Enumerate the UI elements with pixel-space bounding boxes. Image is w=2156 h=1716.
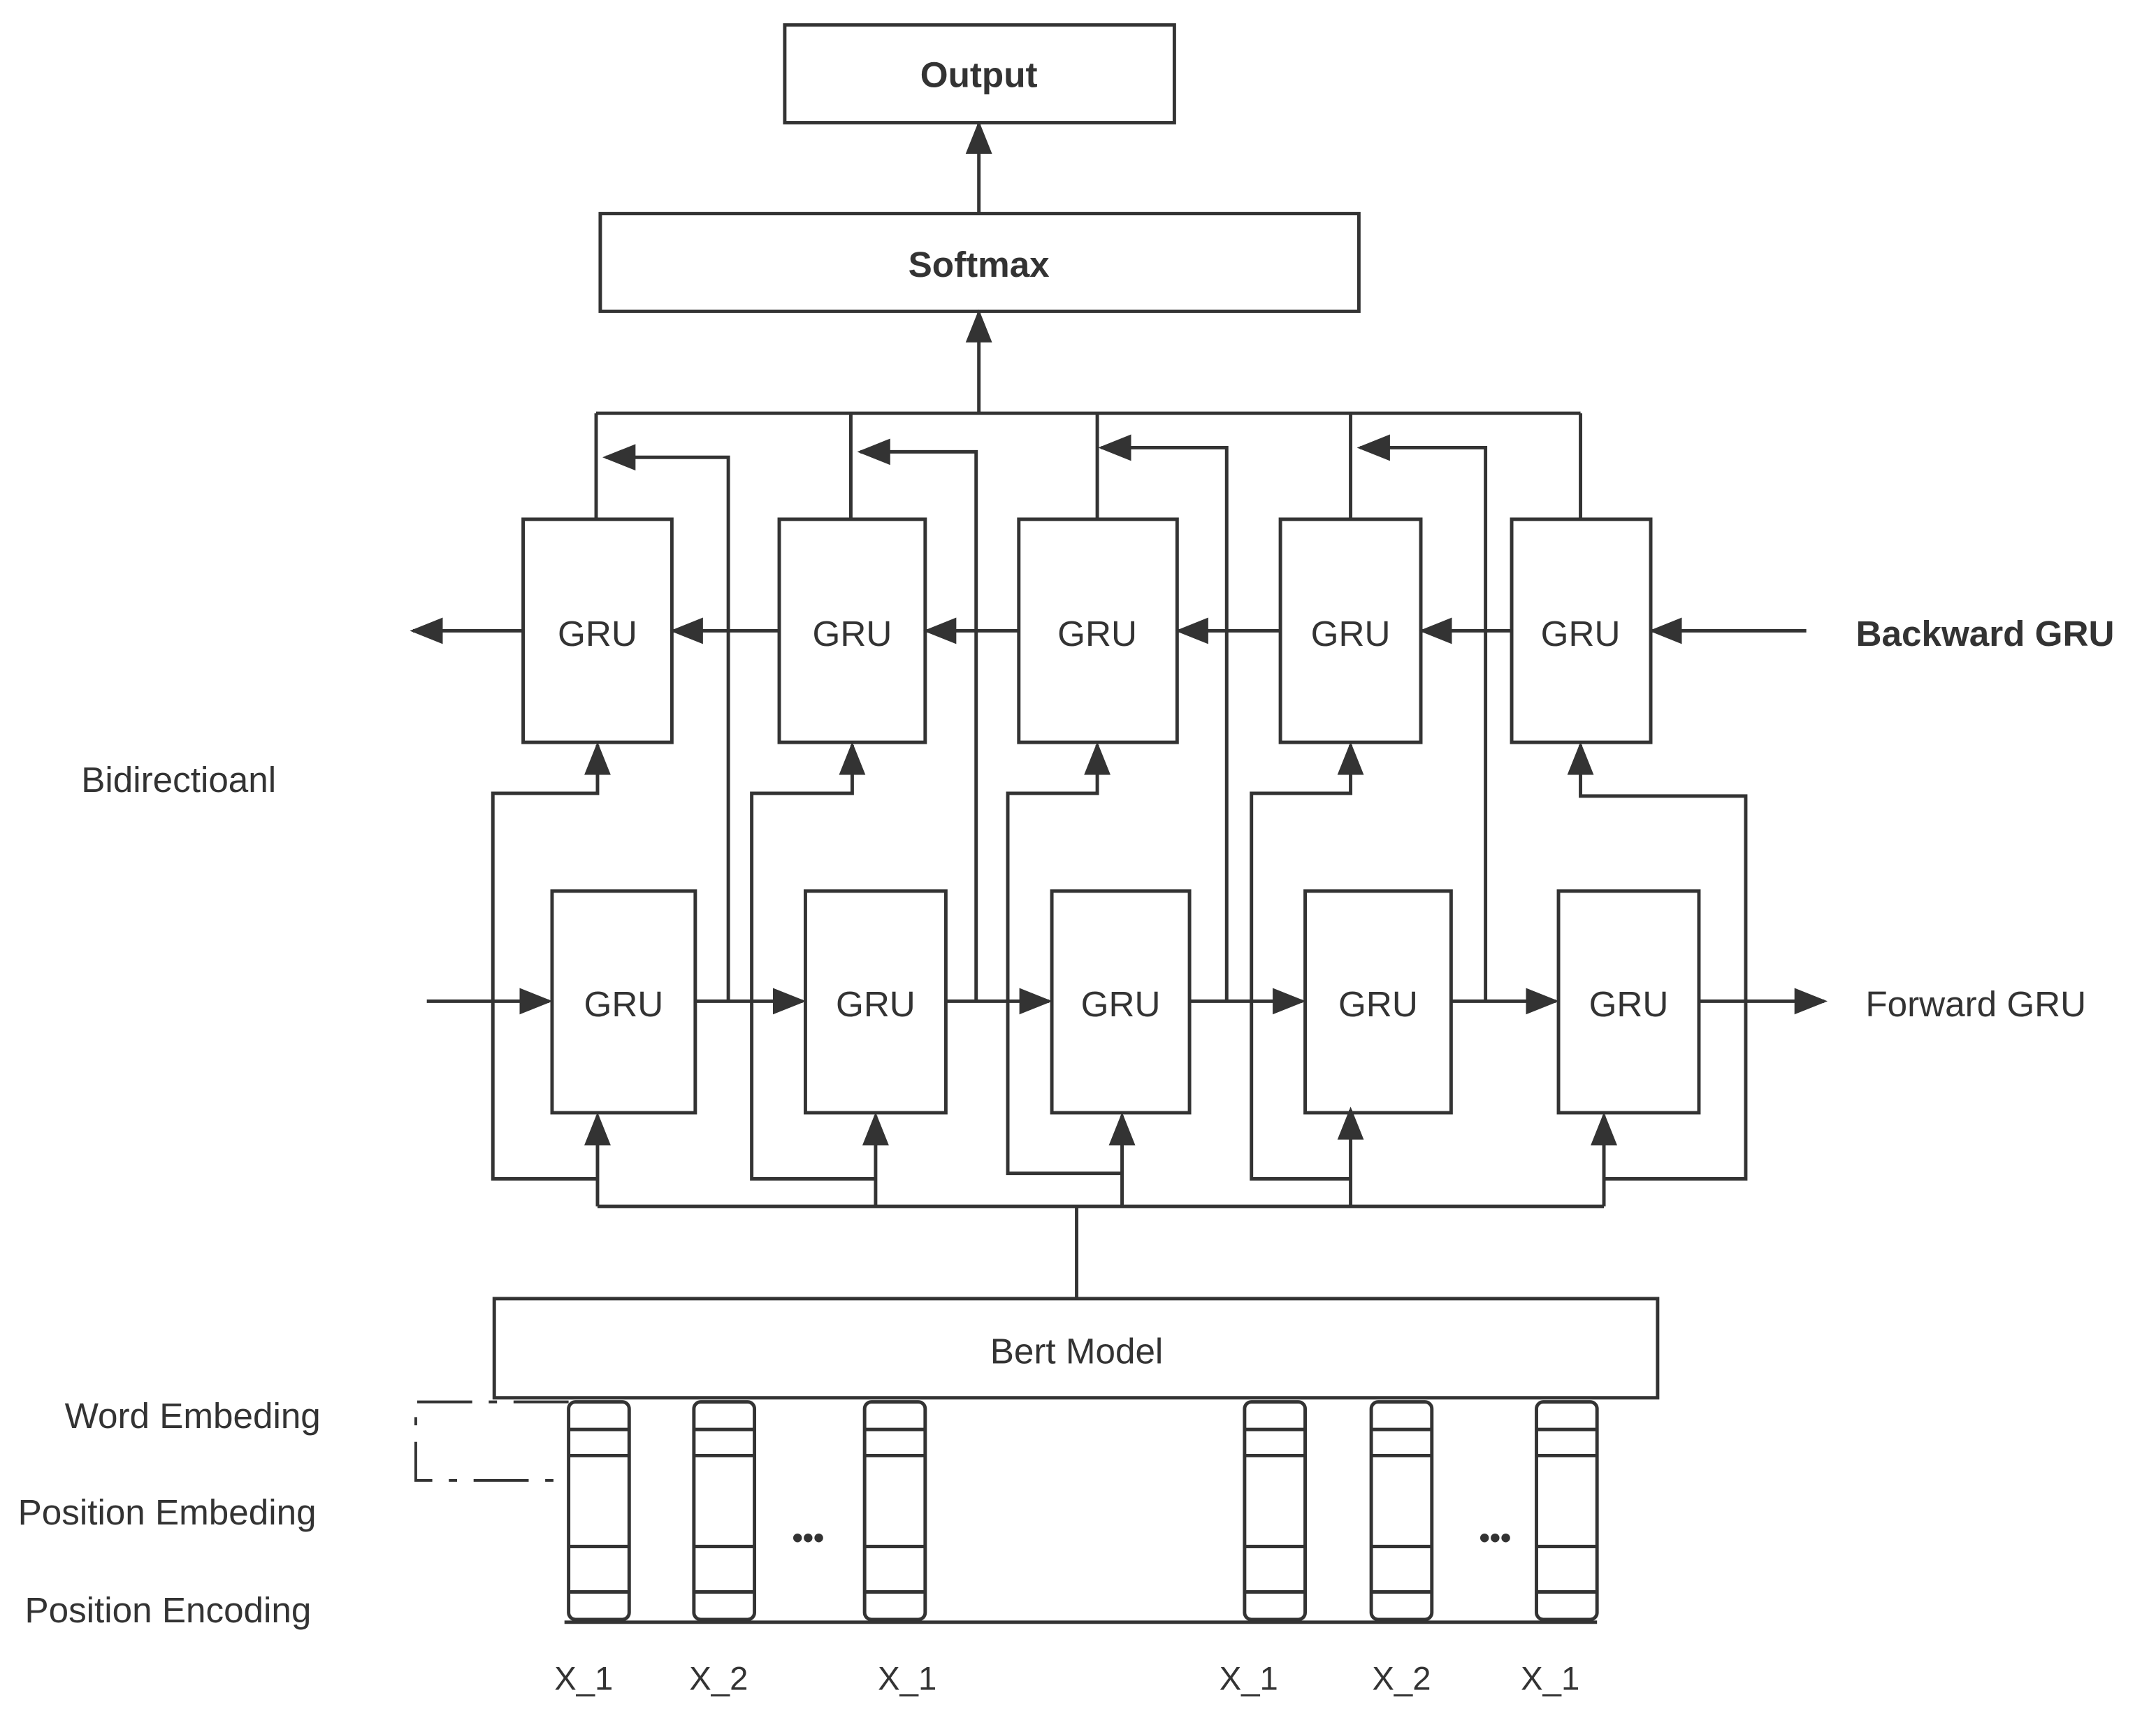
backward-output-bus bbox=[594, 411, 1583, 519]
forward-gru-cell: GRU bbox=[550, 889, 697, 1115]
token-embedding-stack bbox=[1243, 1400, 1308, 1622]
embedding-stack-outline bbox=[862, 1400, 927, 1622]
forward-gru-cell: GRU bbox=[1050, 889, 1192, 1115]
gru-label: GRU bbox=[1081, 984, 1161, 1024]
gru-label: GRU bbox=[1057, 614, 1137, 654]
backward-gru-label: Backward GRU bbox=[1856, 614, 2115, 654]
token-label: X_2 bbox=[689, 1660, 748, 1697]
embedding-stack-outline bbox=[692, 1400, 757, 1622]
bert-output-bus bbox=[584, 1106, 1617, 1297]
token-embedding-stack bbox=[1369, 1400, 1434, 1622]
forward-to-backward-links bbox=[602, 434, 1488, 1002]
embedding-stack-outline bbox=[567, 1400, 631, 1622]
token-label: X_1 bbox=[1220, 1660, 1278, 1697]
token-label: X_2 bbox=[1372, 1660, 1431, 1697]
token-label: X_1 bbox=[554, 1660, 613, 1697]
softmax-node: Softmax bbox=[598, 212, 1361, 313]
forward-gru-cell: GRU bbox=[1303, 889, 1453, 1115]
token-embedding-stacks bbox=[567, 1400, 1599, 1622]
token-embedding-stack bbox=[692, 1400, 757, 1622]
position-embedding-label: Position Embeding bbox=[18, 1492, 317, 1532]
gru-label: GRU bbox=[558, 614, 637, 654]
forward-gru-cell: GRU bbox=[803, 889, 948, 1115]
gru-label: GRU bbox=[1541, 614, 1621, 654]
embedding-stack-outline bbox=[1243, 1400, 1308, 1622]
bert-model-label: Bert Model bbox=[990, 1331, 1164, 1371]
gru-label: GRU bbox=[1338, 984, 1418, 1024]
forward-gru-row: GRU GRU GRU GRU GRU bbox=[550, 889, 1701, 1115]
ellipsis-left: ••• bbox=[793, 1521, 825, 1555]
gru-label: GRU bbox=[1311, 614, 1391, 654]
backward-input-links bbox=[491, 742, 1748, 1181]
gru-label: GRU bbox=[584, 984, 664, 1024]
forward-gru-cell: GRU bbox=[1556, 889, 1701, 1115]
backward-gru-cell: GRU bbox=[1278, 517, 1423, 744]
token-embedding-stack bbox=[1535, 1400, 1599, 1622]
embedding-stack-outline bbox=[1369, 1400, 1434, 1622]
backward-gru-cell: GRU bbox=[521, 517, 674, 744]
bert-model-node: Bert Model bbox=[492, 1297, 1660, 1400]
softmax-label: Softmax bbox=[909, 245, 1050, 284]
position-encoding-label: Position Encoding bbox=[24, 1590, 311, 1630]
backward-gru-cell: GRU bbox=[1510, 517, 1653, 744]
gru-label: GRU bbox=[836, 984, 916, 1024]
output-label: Output bbox=[920, 55, 1038, 94]
token-embedding-stack bbox=[862, 1400, 927, 1622]
gru-label: GRU bbox=[1589, 984, 1669, 1024]
backward-gru-cell: GRU bbox=[777, 517, 927, 744]
gru-label: GRU bbox=[813, 614, 892, 654]
output-node: Output bbox=[783, 23, 1176, 124]
embedding-stack-outline bbox=[1535, 1400, 1599, 1622]
token-embedding-stack bbox=[567, 1400, 631, 1622]
embedding-bracket bbox=[414, 1400, 569, 1482]
forward-gru-label: Forward GRU bbox=[1865, 984, 2086, 1024]
backward-gru-cell: GRU bbox=[1017, 517, 1179, 744]
backward-gru-row: GRU GRU GRU GRU GRU bbox=[521, 517, 1653, 744]
ellipsis-right: ••• bbox=[1479, 1521, 1512, 1555]
token-label: X_1 bbox=[878, 1660, 936, 1697]
word-embedding-label: Word Embeding bbox=[65, 1396, 321, 1436]
token-label: X_1 bbox=[1521, 1660, 1579, 1697]
bidirectional-label: Bidirectioanl bbox=[81, 760, 276, 800]
